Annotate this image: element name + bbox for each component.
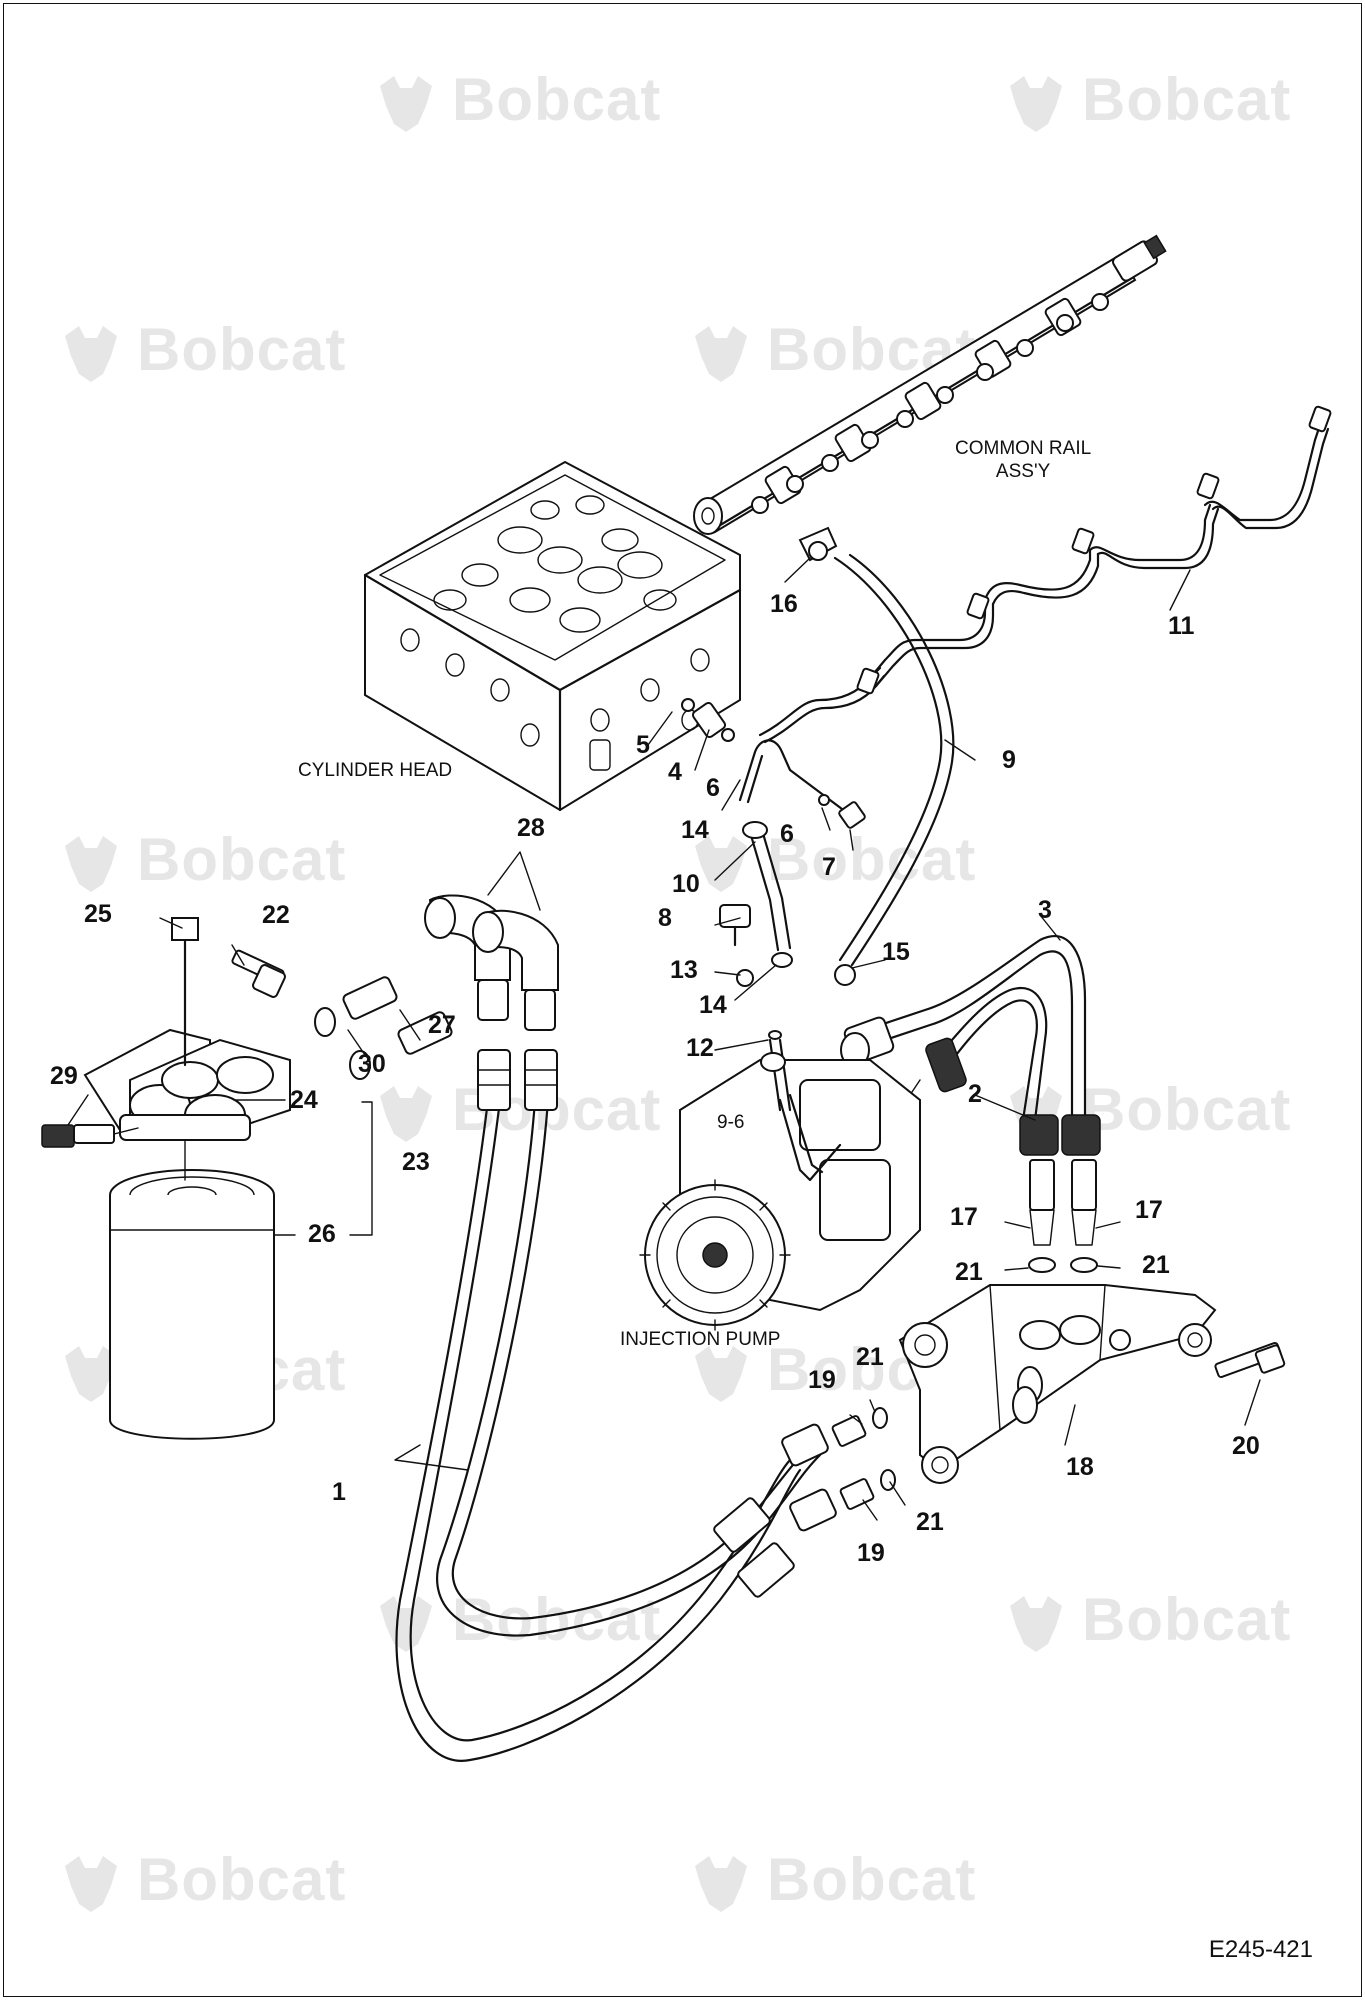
injection-pump	[639, 1030, 921, 1331]
fuel-filter-cartridge	[109, 1139, 275, 1440]
drawing-number: E245-421	[1208, 1936, 1313, 1963]
callout-19-upper: 19	[808, 1366, 836, 1394]
injection-pump-caption: INJECTION PUMP	[620, 1329, 781, 1350]
callout-12: 12	[686, 1034, 714, 1062]
callout-15: 15	[882, 938, 910, 966]
callout-4: 4	[668, 758, 682, 786]
common-rail-caption-line2: ASS'Y	[995, 460, 1051, 482]
cylinder-head	[363, 460, 742, 812]
callout-9-6: 9-6	[717, 1112, 745, 1133]
callout-30: 30	[358, 1050, 386, 1078]
callout-26: 26	[308, 1220, 336, 1248]
callout-14-upper: 14	[681, 816, 709, 844]
callout-6-upper: 6	[706, 774, 720, 802]
cylinder-head-caption: CYLINDER HEAD	[298, 760, 453, 781]
callout-5: 5	[636, 731, 650, 759]
filter-mount-bracket	[898, 1284, 1286, 1484]
callout-19-lower: 19	[857, 1539, 885, 1567]
callout-24: 24	[290, 1086, 318, 1114]
callout-13: 13	[670, 956, 698, 984]
callout-29: 29	[50, 1062, 78, 1090]
callout-10: 10	[672, 870, 700, 898]
callout-21-left: 21	[955, 1258, 983, 1286]
common-rail-caption: COMMON RAIL ASS'Y	[955, 438, 1091, 484]
callout-11: 11	[1168, 612, 1195, 640]
overflow-hose	[833, 553, 955, 986]
leader-lines	[67, 557, 1261, 1521]
callout-16: 16	[770, 590, 798, 618]
callout-23: 23	[402, 1148, 430, 1176]
callout-28: 28	[517, 814, 545, 842]
callout-8: 8	[658, 904, 672, 932]
callout-18: 18	[1066, 1453, 1094, 1481]
callout-20: 20	[1232, 1432, 1260, 1460]
callout-14-lower: 14	[699, 991, 727, 1019]
common-rail-caption-line1: COMMON RAIL	[955, 438, 1092, 459]
return-pipe-and-fittings	[681, 698, 866, 987]
callout-22: 22	[262, 901, 290, 929]
fuel-filter-head	[41, 917, 291, 1148]
callout-6-lower: 6	[780, 820, 794, 848]
callout-2: 2	[968, 1080, 982, 1108]
callout-21-upper-center: 21	[856, 1343, 884, 1371]
callout-3: 3	[1038, 896, 1052, 924]
callout-7: 7	[822, 853, 836, 881]
injection-lines	[758, 405, 1332, 744]
callout-27: 27	[428, 1011, 456, 1039]
callout-17-left: 17	[950, 1203, 978, 1231]
callout-25: 25	[84, 900, 112, 928]
elbow-fittings	[314, 894, 559, 1080]
callout-21-lower-center: 21	[916, 1508, 944, 1536]
fuel-hoses	[395, 1049, 896, 1762]
callout-9: 9	[1002, 746, 1016, 774]
callout-21-right: 21	[1142, 1251, 1170, 1279]
common-rail-assembly	[693, 234, 1167, 562]
callout-1: 1	[332, 1478, 346, 1506]
callout-17-right: 17	[1135, 1196, 1163, 1224]
